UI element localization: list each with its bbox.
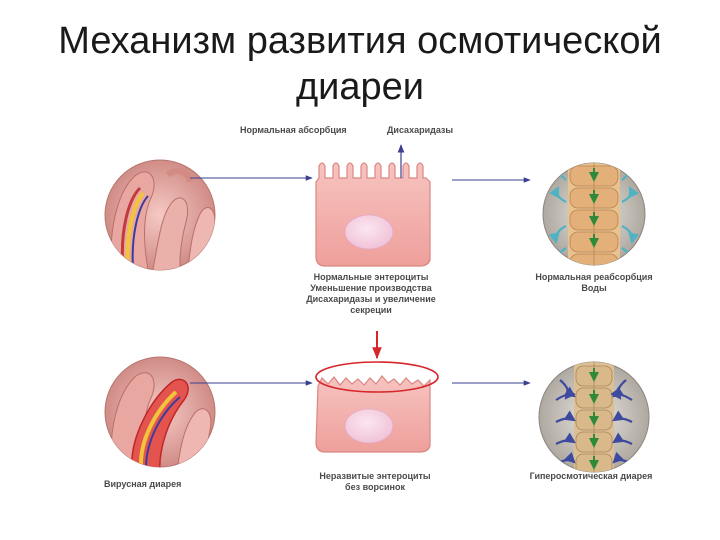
intestine-circle-viral bbox=[105, 357, 215, 482]
label-disaccharidases: Дисахаридазы bbox=[387, 125, 453, 136]
label-normal-enterocytes-line1: Нормальные энтероциты bbox=[296, 272, 446, 283]
intestine-circle-normal bbox=[105, 160, 215, 285]
label-normal-absorption: Нормальная абсорбция bbox=[240, 125, 347, 136]
label-normal-reabsorption-line1: Нормальная реабсорбция bbox=[528, 272, 660, 283]
label-normal-reabsorption-line2: Воды bbox=[528, 283, 660, 294]
label-viral-diarrhea: Вирусная диарея bbox=[104, 479, 181, 490]
label-undeveloped-line1: Неразвитые энтероциты bbox=[300, 471, 450, 482]
nucleus-undeveloped bbox=[345, 409, 393, 443]
nucleus-normal bbox=[345, 215, 393, 249]
label-undeveloped-line2: без ворсинок bbox=[300, 482, 450, 493]
label-normal-enterocytes-line2: Уменьшение производства bbox=[296, 283, 446, 294]
enterocyte-normal bbox=[316, 163, 430, 266]
label-normal-enterocytes-line4: секреции bbox=[296, 305, 446, 316]
label-normal-reabsorption: Нормальная реабсорбция Воды bbox=[528, 272, 660, 294]
label-undeveloped-enterocytes: Неразвитые энтероциты без ворсинок bbox=[300, 471, 450, 493]
lumen-circle-normal bbox=[543, 162, 645, 274]
label-normal-enterocytes-line3: Дисахаридазы и увеличение bbox=[296, 294, 446, 305]
label-normal-enterocytes: Нормальные энтероциты Уменьшение произво… bbox=[296, 272, 446, 316]
enterocyte-undeveloped bbox=[316, 362, 438, 452]
lumen-circle-hyperosmotic bbox=[539, 362, 649, 476]
label-hyperosmotic-diarrhea: Гиперосмотическая диарея bbox=[516, 471, 666, 482]
